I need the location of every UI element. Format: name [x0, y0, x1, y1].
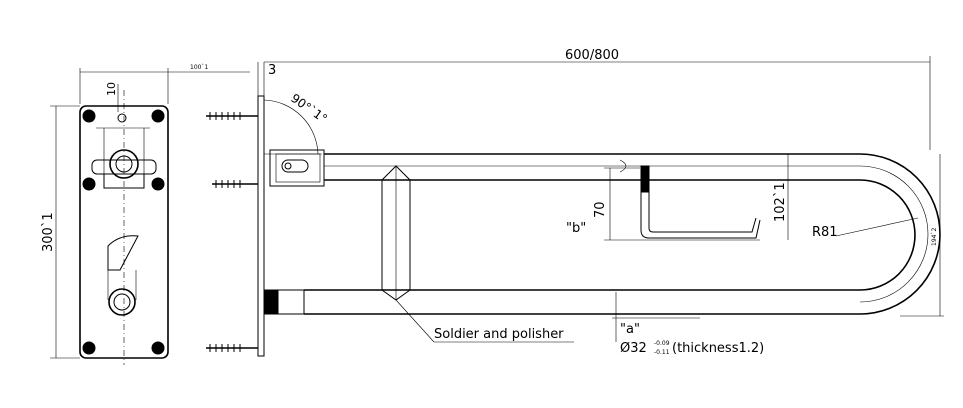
dim-inner-height: 70	[593, 167, 760, 241]
ref-a-label: "a"	[620, 322, 640, 337]
plate-width-label: 100`1	[190, 64, 208, 71]
anchor-top	[206, 112, 258, 120]
dim-outer-height: 194`2	[900, 154, 944, 317]
anchor-ribs	[209, 344, 241, 352]
u-bend-inner	[859, 179, 916, 291]
holder-clamp	[640, 165, 650, 193]
screw-mid-left	[82, 177, 96, 191]
tolerance-lower-label: -0.11	[654, 349, 670, 356]
weld-note-label: Soldier and polisher	[434, 327, 564, 342]
wall-offset-label: 3	[268, 63, 276, 78]
plate-side-profile	[257, 95, 265, 357]
radius-leader	[835, 217, 919, 237]
holder-break-mark	[619, 159, 627, 173]
hinge-pin	[284, 162, 292, 170]
lower-clamp-dark	[263, 289, 279, 315]
wall-plate-front-view	[79, 90, 169, 365]
weld-leader	[395, 299, 435, 343]
thickness-label: (thickness1.2)	[672, 341, 764, 356]
dim-rotation: 90°`1°	[263, 91, 330, 155]
anchor-ribs	[209, 112, 241, 120]
bend-radius-label: R81	[812, 225, 838, 240]
grab-bar	[304, 153, 941, 315]
wall-anchors	[206, 112, 258, 352]
slot-outline	[107, 235, 139, 271]
tube-end	[108, 288, 136, 316]
holder-arm-inner	[648, 190, 757, 233]
section-a-marker: "a" Ø32 -0.09 -0.11 (thickness1.2)	[612, 292, 764, 356]
hinge-block	[269, 149, 325, 187]
weld-note: Soldier and polisher	[395, 299, 574, 343]
rail-spacing-label: 102`1	[773, 182, 788, 222]
diameter-label: Ø32	[620, 341, 647, 356]
inner-height-label: 70	[593, 201, 608, 218]
anchor-bottom	[206, 344, 258, 352]
dim-plate-width: 100`1	[79, 64, 250, 104]
anchor-ribs	[215, 180, 241, 188]
screw-bottom-left	[82, 341, 96, 355]
plate-height-label: 300`1	[41, 212, 56, 252]
dim-overall-length: 600/800	[264, 48, 931, 150]
tolerance-upper-label: -0.09	[654, 340, 670, 347]
hinge-block-inner	[275, 153, 321, 183]
paper-holder	[619, 159, 761, 239]
wall-plate-side: 3	[257, 62, 276, 357]
hinge-block-side	[269, 149, 325, 187]
outer-height-label: 194`2	[931, 228, 938, 246]
hole-offset-label: 10	[105, 82, 118, 96]
rotation-arc	[263, 99, 319, 155]
screw-bottom-right	[151, 341, 165, 355]
overall-length-label: 600/800	[565, 48, 619, 63]
dim-bend-radius: R81	[812, 217, 919, 240]
hinge-slot	[281, 159, 309, 173]
dim-plate-height: 300`1	[41, 105, 80, 359]
dim-hole-offset: 10	[105, 82, 119, 112]
rotation-label: 90°`1°	[288, 91, 330, 126]
screw-mid-right	[151, 177, 165, 191]
ref-b-label: "b"	[566, 221, 586, 236]
u-bend-center	[859, 165, 929, 303]
screw-top-left	[82, 109, 96, 123]
tube-end-inner	[113, 293, 131, 311]
lower-clamp-side	[263, 289, 305, 315]
dim-rail-spacing: 102`1	[773, 154, 789, 240]
anchor-mid	[212, 180, 258, 188]
screw-top-right	[151, 109, 165, 123]
pin-hole	[117, 113, 127, 123]
holder-arm-outer	[640, 190, 761, 239]
